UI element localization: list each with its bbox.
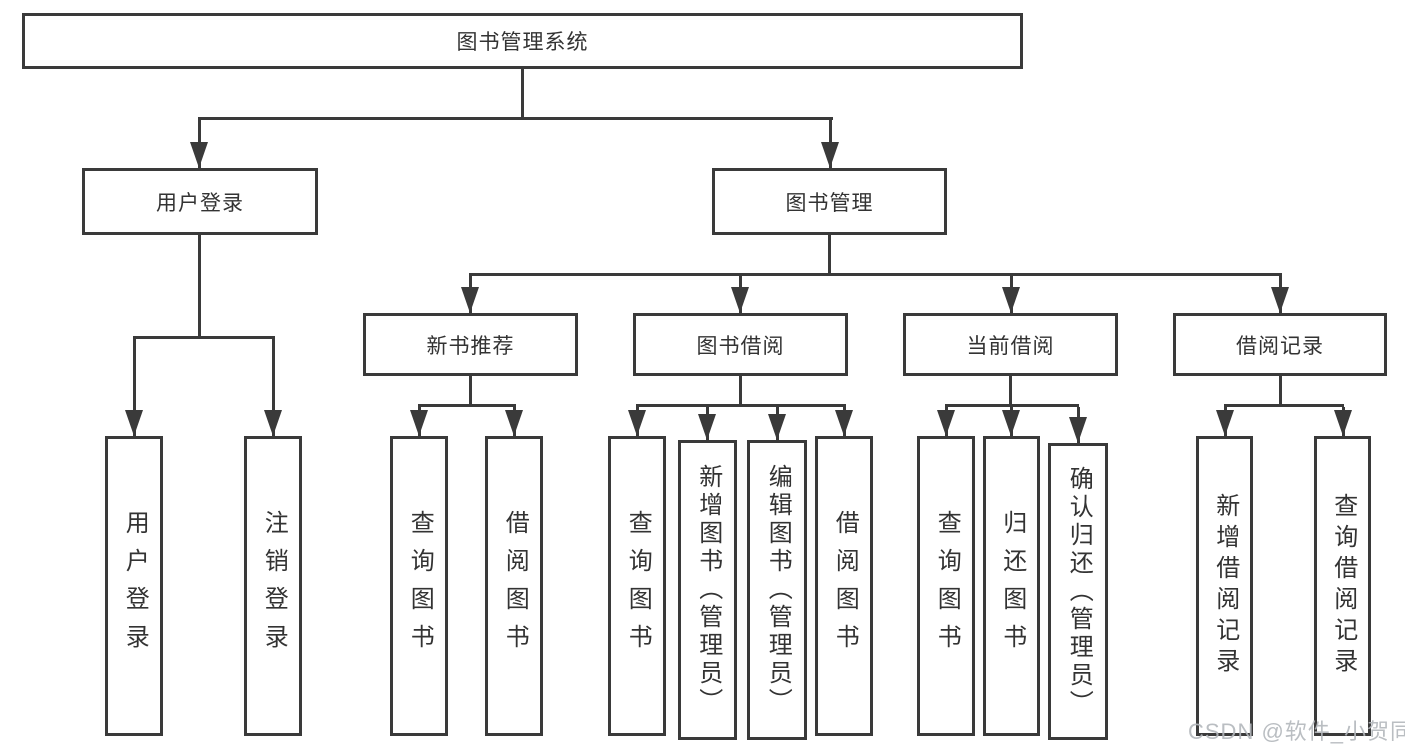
connector-line bbox=[739, 376, 742, 407]
node-user-login: 用户登录 bbox=[82, 168, 318, 235]
arrowhead-down bbox=[821, 142, 839, 168]
node-label: 借阅图书 bbox=[501, 510, 529, 662]
leaf-borrow-books-recommend: 借阅图书 bbox=[485, 436, 543, 736]
arrowhead-down bbox=[264, 410, 282, 436]
leaf-borrow-books-borrow: 借阅图书 bbox=[815, 436, 873, 736]
node-label: 确认归还（管理员） bbox=[1065, 465, 1093, 718]
node-book-management: 图书管理 bbox=[712, 168, 947, 235]
leaf-query-books-recommend: 查询图书 bbox=[390, 436, 448, 736]
node-label: 查询借阅记录 bbox=[1329, 493, 1357, 679]
leaf-logout: 注销登录 bbox=[244, 436, 302, 736]
node-label: 查询图书 bbox=[406, 510, 434, 662]
node-label: 归还图书 bbox=[998, 510, 1026, 662]
connector-line bbox=[198, 117, 833, 120]
node-label: 查询图书 bbox=[933, 510, 961, 662]
arrowhead-down bbox=[190, 142, 208, 168]
leaf-user-login: 用户登录 bbox=[105, 436, 163, 736]
node-label: 新增图书（管理员） bbox=[694, 464, 722, 716]
connector-line bbox=[828, 235, 831, 276]
connector-line bbox=[133, 336, 275, 339]
node-label: 注销登录 bbox=[260, 510, 288, 662]
node-label: 借阅图书 bbox=[831, 510, 859, 662]
connector-line bbox=[198, 235, 201, 339]
arrowhead-down bbox=[1002, 410, 1020, 436]
node-label: 用户登录 bbox=[156, 191, 244, 215]
csdn-watermark: CSDN @软件_小贺同学 bbox=[1188, 719, 1405, 744]
arrowhead-down bbox=[125, 410, 143, 436]
node-label: 查询图书 bbox=[624, 510, 652, 662]
node-label: 新书推荐 bbox=[426, 334, 515, 358]
arrowhead-down bbox=[1334, 410, 1352, 436]
node-label: 图书管理 bbox=[785, 191, 874, 215]
connector-line bbox=[1009, 376, 1012, 407]
connector-line bbox=[272, 339, 275, 436]
connector-line bbox=[636, 404, 846, 407]
arrowhead-down bbox=[461, 287, 479, 313]
connector-line bbox=[469, 273, 1282, 276]
arrowhead-down bbox=[1271, 287, 1289, 313]
leaf-query-borrow-record: 查询借阅记录 bbox=[1314, 436, 1371, 736]
arrowhead-down bbox=[835, 410, 853, 436]
node-label: 图书借阅 bbox=[696, 334, 785, 358]
arrowhead-down bbox=[698, 414, 716, 440]
leaf-edit-book-admin: 编辑图书（管理员） bbox=[747, 440, 807, 740]
connector-line bbox=[418, 404, 516, 407]
node-label: 编辑图书（管理员） bbox=[764, 464, 792, 716]
leaf-add-borrow-record: 新增借阅记录 bbox=[1196, 436, 1253, 736]
connector-line bbox=[133, 339, 136, 436]
node-new-book-recommendation: 新书推荐 bbox=[363, 313, 578, 376]
node-library-management-system: 图书管理系统 bbox=[22, 13, 1023, 69]
arrowhead-down bbox=[1002, 287, 1020, 313]
arrowhead-down bbox=[505, 410, 523, 436]
connector-line bbox=[1224, 404, 1344, 407]
leaf-query-books-current: 查询图书 bbox=[917, 436, 975, 736]
arrowhead-down bbox=[628, 410, 646, 436]
connector-line bbox=[469, 376, 472, 407]
arrowhead-down bbox=[768, 414, 786, 440]
arrowhead-down bbox=[410, 410, 428, 436]
node-label: 图书管理系统 bbox=[456, 31, 589, 54]
connector-line bbox=[1279, 376, 1282, 407]
node-label: 借阅记录 bbox=[1236, 334, 1324, 358]
node-label: 用户登录 bbox=[121, 510, 149, 662]
leaf-add-book-admin: 新增图书（管理员） bbox=[678, 440, 737, 740]
arrowhead-down bbox=[1069, 417, 1087, 443]
arrowhead-down bbox=[937, 410, 955, 436]
node-borrowing-records: 借阅记录 bbox=[1173, 313, 1387, 376]
connector-line bbox=[521, 69, 524, 120]
connector-line bbox=[945, 404, 1079, 407]
leaf-query-books-borrow: 查询图书 bbox=[608, 436, 666, 736]
leaf-confirm-return-admin: 确认归还（管理员） bbox=[1048, 443, 1108, 740]
leaf-return-book: 归还图书 bbox=[983, 436, 1040, 736]
node-current-borrowing: 当前借阅 bbox=[903, 313, 1118, 376]
arrowhead-down bbox=[731, 287, 749, 313]
node-label: 新增借阅记录 bbox=[1211, 493, 1239, 679]
node-book-borrowing: 图书借阅 bbox=[633, 313, 848, 376]
node-label: 当前借阅 bbox=[966, 334, 1055, 358]
arrowhead-down bbox=[1216, 410, 1234, 436]
